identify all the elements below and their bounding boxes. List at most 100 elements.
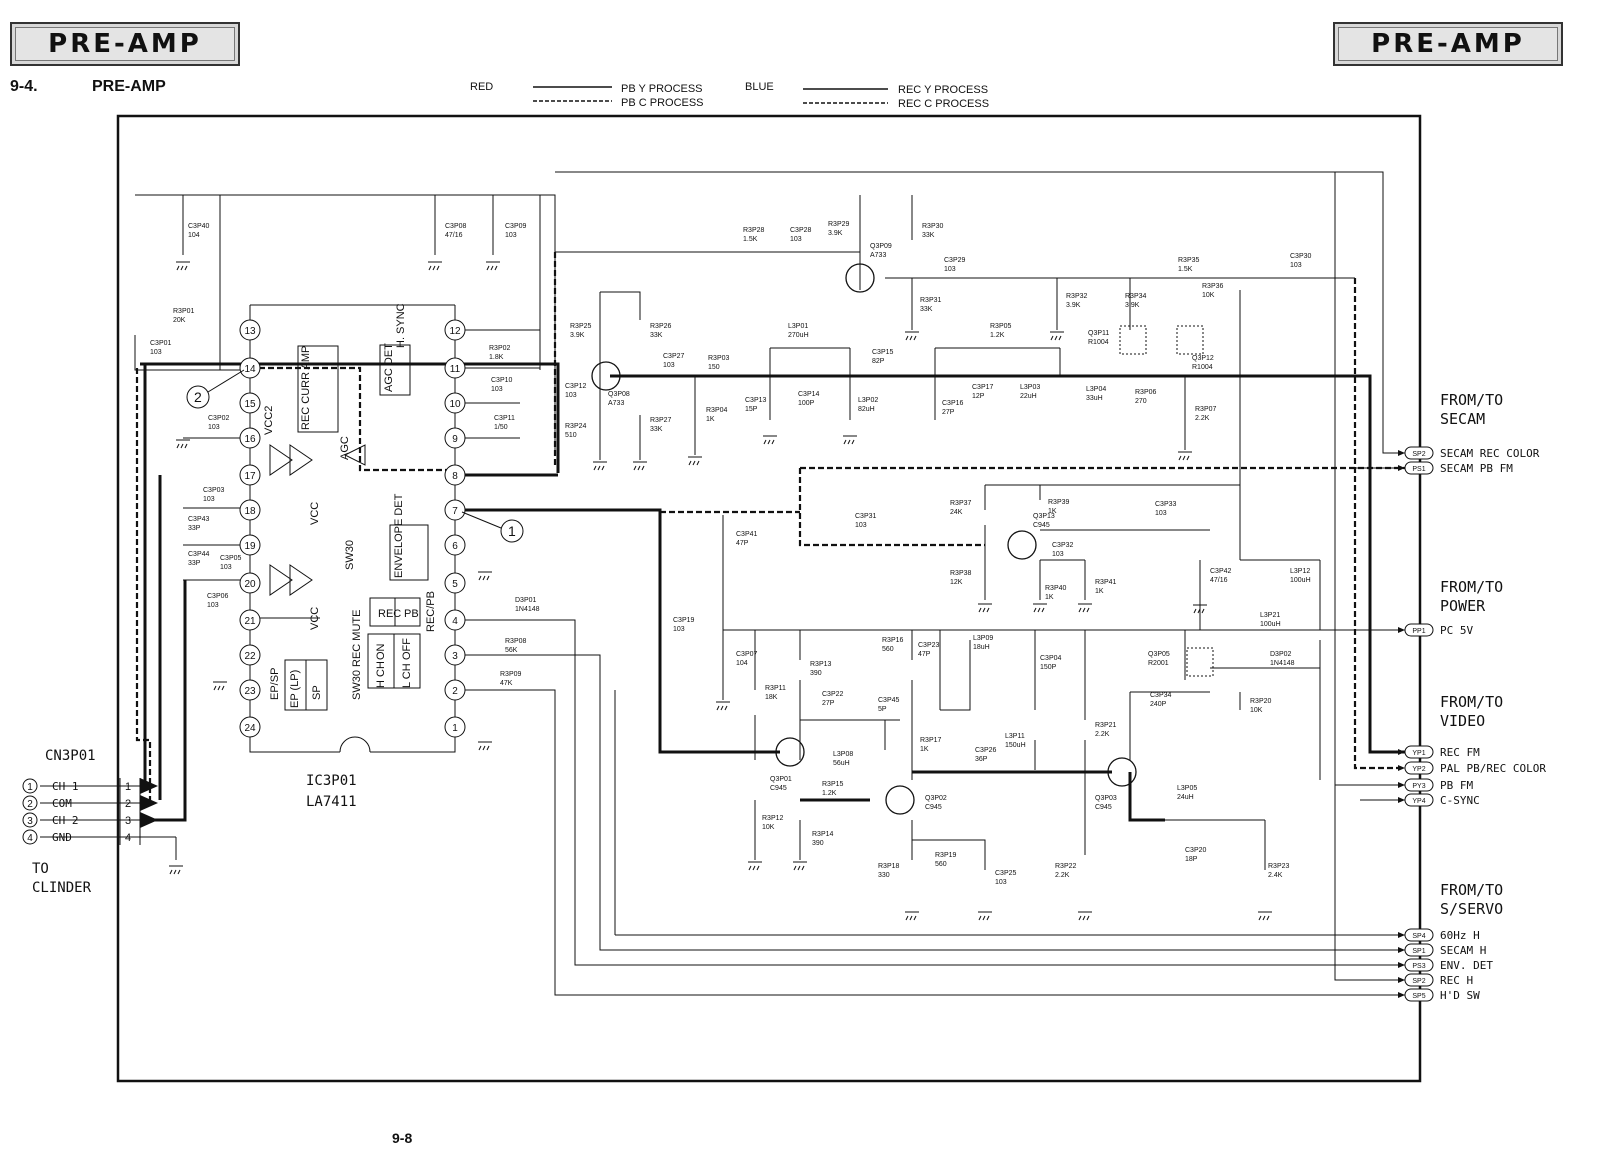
component-ref: Q3P01: [770, 776, 792, 783]
label-rec: REC: [378, 608, 401, 620]
ic-pin-label: 2: [452, 686, 458, 697]
component-value: 47/16: [445, 232, 463, 239]
ground-icon: [978, 603, 992, 613]
port-id: PS1: [1412, 466, 1425, 473]
port-id: YP2: [1412, 766, 1425, 773]
component-ref: C3P28: [790, 227, 812, 234]
ic-pin-11: [444, 357, 466, 379]
block-rec-curr-amp: REC CURR AMP: [300, 346, 312, 430]
component-value: 1/50: [494, 424, 508, 431]
component-value: 103: [208, 424, 220, 431]
component-value: 103: [505, 232, 517, 239]
ic-pin-22: [239, 644, 261, 666]
block-agc-det: AGC DET: [383, 343, 395, 392]
component-value: 100P: [798, 400, 815, 407]
ic-pin-4: [444, 609, 466, 631]
chroma-paths: [135, 252, 1405, 800]
component-ref: R3P34: [1125, 293, 1147, 300]
ic-pin-label: 8: [452, 471, 458, 482]
ic-pin-label: 9: [452, 434, 458, 445]
ground-icon: [176, 261, 190, 271]
label-ep-sp: EP/SP: [269, 668, 281, 700]
component-ref: R3P27: [650, 417, 672, 424]
component-value: 1K: [1045, 594, 1054, 601]
component-value: 390: [810, 670, 822, 677]
ic-pin-label: 18: [244, 506, 256, 517]
ground-icon: [905, 911, 919, 921]
port-arrow-icon: [1398, 627, 1405, 633]
component-value: 10K: [762, 824, 775, 831]
component-ref: C3P33: [1155, 501, 1177, 508]
transistor-symbol: [591, 361, 621, 391]
component-ref: L3P05: [1177, 785, 1197, 792]
process-paths: [140, 362, 1405, 822]
label-off: OFF: [401, 638, 413, 660]
component-value: 15P: [745, 406, 758, 413]
component-value: A733: [870, 252, 886, 259]
component-value: 103: [491, 386, 503, 393]
connector-pin: [22, 778, 38, 794]
ground-icon: [763, 435, 777, 445]
component-value: 33K: [650, 426, 663, 433]
ic-ref: IC3P01: [306, 773, 357, 789]
component-value: 104: [188, 232, 200, 239]
component-value: 103: [855, 522, 867, 529]
header-title-left-text: PRE-AMP: [15, 27, 235, 61]
component-ref: C3P05: [220, 555, 242, 562]
component-ref: R3P19: [935, 852, 957, 859]
component-ref: C3P32: [1052, 542, 1074, 549]
component-value: 2.2K: [1095, 731, 1110, 738]
component-ref: L3P11: [1005, 733, 1025, 740]
component-ref: R3P02: [489, 345, 511, 352]
ground-icon: [1078, 603, 1092, 613]
label-agc: AGC: [339, 436, 351, 460]
component-ref: R3P05: [990, 323, 1012, 330]
label-l-ch: L CH: [401, 663, 413, 688]
legend-blue: BLUE: [745, 81, 774, 93]
component-ref: R3P24: [565, 423, 587, 430]
connector-ref: CN3P01: [45, 748, 96, 764]
label-rec-pb: REC/PB: [425, 591, 437, 632]
component-value: 10K: [1202, 292, 1215, 299]
component-ref: R3P22: [1055, 863, 1077, 870]
ic-pin-3: [444, 644, 466, 666]
component-ref: R3P06: [1135, 389, 1157, 396]
ground-icon: [978, 911, 992, 921]
ground-icon: [1178, 451, 1192, 461]
component-ref: D3P01: [515, 597, 537, 604]
port-id: SP1: [1412, 948, 1425, 955]
component-value: 1.5K: [743, 236, 758, 243]
ground-icon: [1050, 331, 1064, 341]
component-value: 3.9K: [570, 332, 585, 339]
component-value: 100uH: [1260, 621, 1281, 628]
component-value: 1K: [1095, 588, 1104, 595]
port-label: PB FM: [1440, 779, 1473, 792]
ic-pin-label: 15: [244, 399, 256, 410]
label-ep-lp: EP (LP): [289, 670, 301, 708]
component-ref: R3P17: [920, 737, 942, 744]
connector-pin-index: 3: [125, 815, 131, 827]
component-value: 33uH: [1086, 395, 1103, 402]
ic-pin-label: 1: [452, 723, 458, 734]
component-ref: C3P14: [798, 391, 820, 398]
ic-pin-12: [444, 319, 466, 341]
component-ref: C3P16: [942, 400, 964, 407]
ground-icon: [793, 861, 807, 871]
ic-pin-label: 19: [244, 541, 256, 552]
component-ref: R3P29: [828, 221, 850, 228]
ground-symbols: [169, 261, 1272, 921]
component-ref: R3P14: [812, 831, 834, 838]
port-arrow-icon: [1398, 749, 1405, 755]
ground-icon: [176, 439, 190, 449]
ic-pin-label: 4: [452, 616, 458, 627]
component-ref: C3P44: [188, 551, 210, 558]
connector-pin-name: CH 2: [52, 814, 79, 827]
component-ref: Q3P12: [1192, 355, 1214, 362]
connector-pin-number: 1: [27, 782, 33, 793]
port-label: 60Hz H: [1440, 929, 1480, 942]
connector-pin-index: 4: [125, 832, 131, 844]
port-label: SECAM PB FM: [1440, 462, 1513, 475]
port-arrow-icon: [1398, 782, 1405, 788]
legend-rec-y: REC Y PROCESS: [898, 84, 988, 96]
port-id: SP5: [1412, 993, 1425, 1000]
